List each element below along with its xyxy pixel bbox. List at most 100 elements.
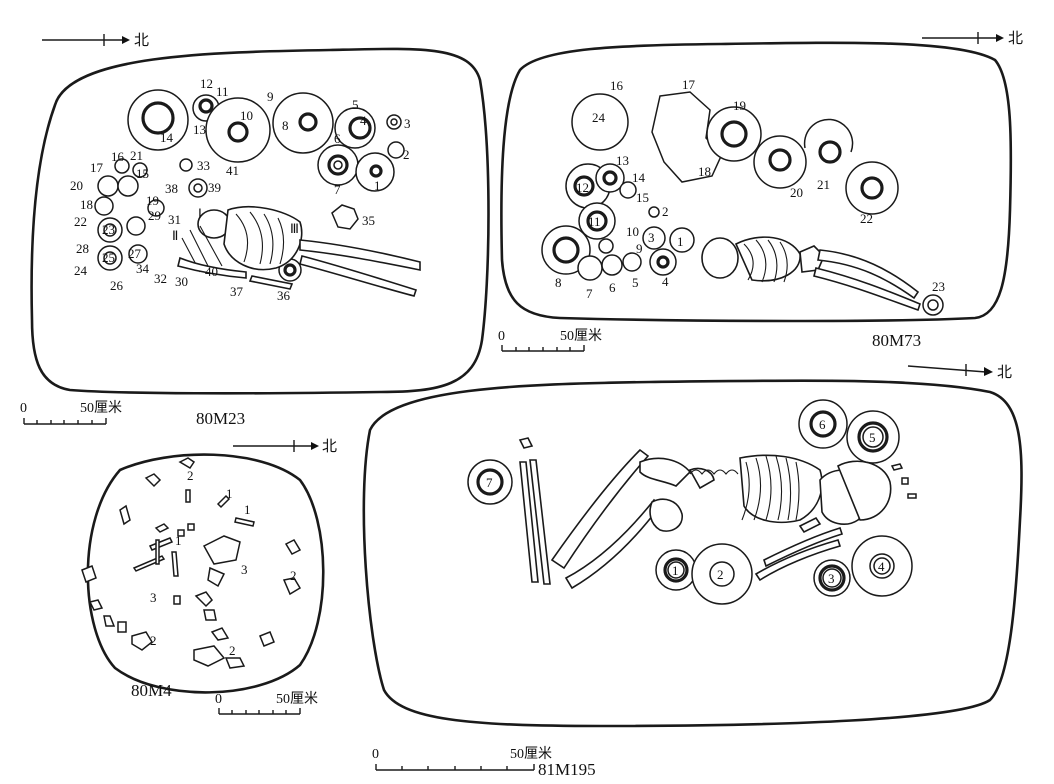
svg-text:14: 14 xyxy=(160,130,174,145)
svg-text:2: 2 xyxy=(717,567,724,582)
svg-text:25: 25 xyxy=(102,250,115,265)
scale-bar-m23: 0 50厘米 xyxy=(20,400,122,425)
svg-text:23: 23 xyxy=(932,279,945,294)
svg-text:50厘米: 50厘米 xyxy=(80,400,122,416)
svg-text:1: 1 xyxy=(672,563,679,578)
svg-text:15: 15 xyxy=(636,190,649,205)
svg-text:2: 2 xyxy=(229,643,236,658)
svg-text:28: 28 xyxy=(76,241,89,256)
svg-text:16: 16 xyxy=(610,78,624,93)
svg-text:3: 3 xyxy=(150,590,157,605)
svg-text:34: 34 xyxy=(136,261,150,276)
svg-text:39: 39 xyxy=(208,180,221,195)
svg-text:24: 24 xyxy=(592,110,606,125)
svg-text:50厘米: 50厘米 xyxy=(510,746,552,762)
svg-text:3: 3 xyxy=(648,230,655,245)
svg-text:0: 0 xyxy=(20,401,27,416)
numbers-m23: 1 2 3 4 5 6 7 8 9 10 11 12 13 14 15 16 1… xyxy=(70,76,411,303)
svg-text:Ⅲ: Ⅲ xyxy=(290,221,299,236)
svg-text:3: 3 xyxy=(828,571,835,586)
svg-text:17: 17 xyxy=(682,77,696,92)
north-arrow-m4: 北 xyxy=(233,437,337,455)
svg-text:11: 11 xyxy=(216,84,229,99)
svg-text:14: 14 xyxy=(632,170,646,185)
north-label: 北 xyxy=(997,363,1012,381)
svg-text:37: 37 xyxy=(230,284,244,299)
svg-text:13: 13 xyxy=(616,153,629,168)
svg-text:5: 5 xyxy=(352,97,359,112)
svg-text:7: 7 xyxy=(486,475,493,490)
fragments-m4 xyxy=(81,457,302,669)
svg-text:21: 21 xyxy=(130,148,143,163)
svg-text:29: 29 xyxy=(148,208,161,223)
scale-bar-m4: 0 50厘米 xyxy=(215,691,318,715)
vessels-m23 xyxy=(94,89,405,282)
svg-text:20: 20 xyxy=(70,178,83,193)
svg-text:19: 19 xyxy=(733,98,746,113)
numbers-m4: 1 1 1 2 2 2 2 3 3 xyxy=(150,468,297,658)
svg-text:1: 1 xyxy=(226,486,233,501)
svg-text:32: 32 xyxy=(154,271,167,286)
skeleton-m73 xyxy=(701,236,921,312)
svg-text:2: 2 xyxy=(403,147,410,162)
svg-text:7: 7 xyxy=(586,286,593,301)
svg-text:1: 1 xyxy=(175,533,182,548)
svg-text:5: 5 xyxy=(869,430,876,445)
svg-text:8: 8 xyxy=(282,118,289,133)
north-label: 北 xyxy=(322,437,337,455)
north-label: 北 xyxy=(134,31,149,49)
pit-outline xyxy=(86,453,325,694)
svg-text:22: 22 xyxy=(860,211,873,226)
svg-text:0: 0 xyxy=(372,747,379,762)
svg-text:50厘米: 50厘米 xyxy=(276,691,318,707)
svg-text:10: 10 xyxy=(626,224,639,239)
tomb-80m4: 1 1 1 2 2 2 2 3 3 80M4 xyxy=(81,453,325,700)
svg-text:3: 3 xyxy=(404,116,411,131)
svg-text:Ⅰ: Ⅰ xyxy=(198,206,202,221)
scale-bar-m195: 0 50厘米 xyxy=(372,746,552,771)
svg-text:16: 16 xyxy=(111,149,125,164)
svg-text:2: 2 xyxy=(662,204,669,219)
vessels-m73 xyxy=(541,91,944,316)
skeleton-m23 xyxy=(177,206,421,297)
svg-text:3: 3 xyxy=(241,562,248,577)
svg-text:2: 2 xyxy=(150,633,157,648)
svg-text:6: 6 xyxy=(609,280,616,295)
svg-text:17: 17 xyxy=(90,160,104,175)
pit-outline xyxy=(30,47,490,395)
north-label: 北 xyxy=(1008,29,1023,47)
svg-text:18: 18 xyxy=(80,197,93,212)
tomb-80m73: 1 2 3 4 5 6 7 8 9 10 11 12 13 14 15 16 1… xyxy=(500,41,1013,350)
tomb-80m23: 1 2 3 4 5 6 7 8 9 10 11 12 13 14 15 16 1… xyxy=(30,47,490,428)
svg-text:18: 18 xyxy=(698,164,711,179)
svg-text:38: 38 xyxy=(165,181,178,196)
skeleton-m195 xyxy=(518,437,892,590)
svg-text:1: 1 xyxy=(374,178,381,193)
svg-text:22: 22 xyxy=(74,214,87,229)
svg-text:33: 33 xyxy=(197,158,210,173)
svg-text:0: 0 xyxy=(215,692,222,707)
svg-text:41: 41 xyxy=(226,163,239,178)
svg-text:Ⅱ: Ⅱ xyxy=(172,228,178,243)
svg-text:35: 35 xyxy=(362,213,375,228)
svg-text:50厘米: 50厘米 xyxy=(560,328,602,344)
north-arrow-m195: 北 xyxy=(907,363,1012,381)
svg-text:12: 12 xyxy=(576,180,589,195)
svg-text:10: 10 xyxy=(240,108,253,123)
tomb-81m195: 1 2 3 4 5 6 7 81M195 xyxy=(362,379,1023,779)
svg-text:27: 27 xyxy=(128,246,142,261)
svg-text:8: 8 xyxy=(555,275,562,290)
tomb-label: 80M23 xyxy=(196,409,245,428)
svg-text:4: 4 xyxy=(878,559,885,574)
svg-text:12: 12 xyxy=(200,76,213,91)
vessels-m195 xyxy=(467,399,917,605)
svg-text:21: 21 xyxy=(817,177,830,192)
north-arrow-m23: 北 xyxy=(42,31,149,49)
numbers-m73: 1 2 3 4 5 6 7 8 9 10 11 12 13 14 15 16 1… xyxy=(555,77,945,301)
svg-text:0: 0 xyxy=(498,329,505,344)
svg-text:40: 40 xyxy=(205,264,218,279)
pit-outline xyxy=(500,41,1013,323)
svg-text:1: 1 xyxy=(244,502,251,517)
svg-text:6: 6 xyxy=(819,417,826,432)
